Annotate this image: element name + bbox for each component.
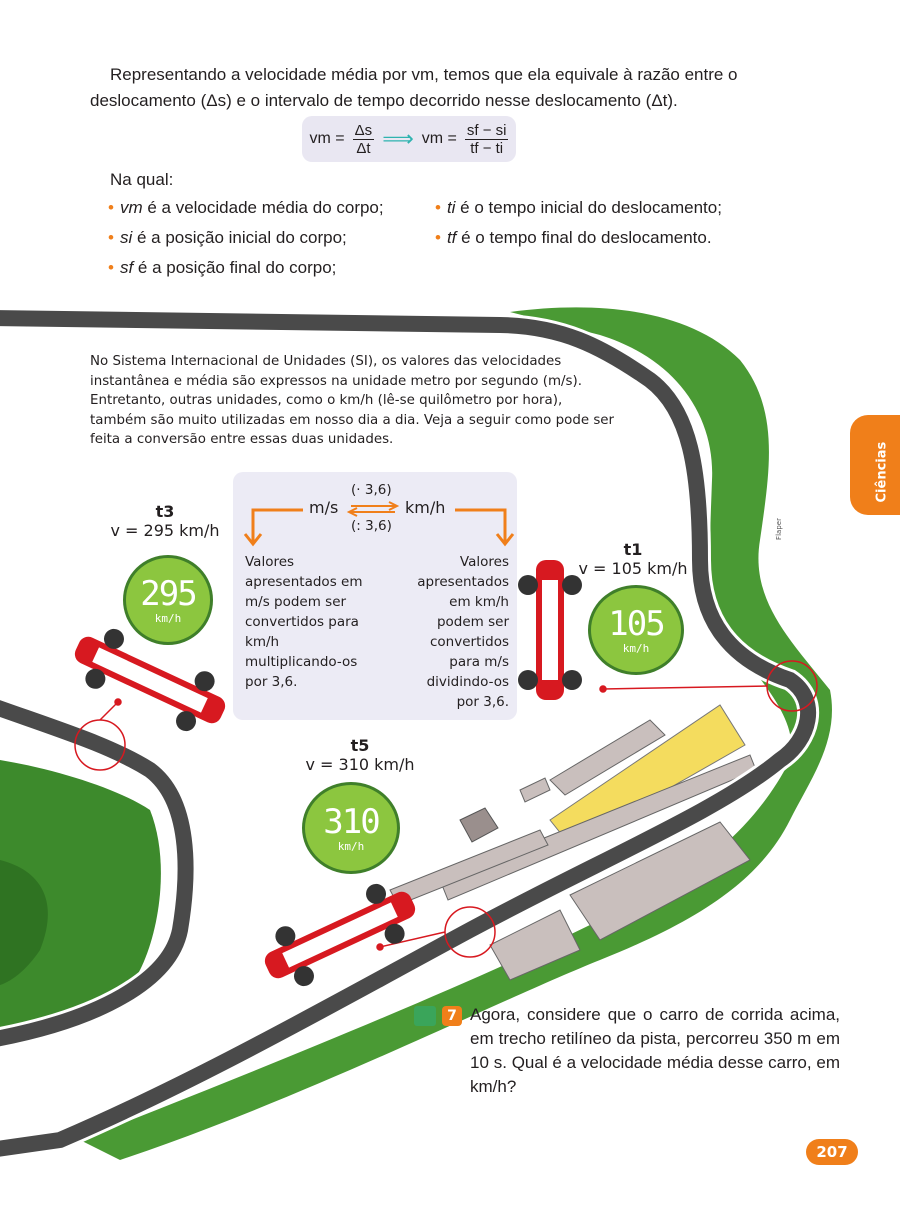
intro-paragraph: Representando a velocidade média por vm,…	[90, 65, 738, 110]
ms-to-kmh-text: Valores apresentados em m/s podem ser co…	[245, 554, 363, 690]
vegetation	[0, 307, 832, 1160]
race-car-illustrations	[74, 560, 582, 987]
activity-book-icon	[414, 1006, 436, 1026]
bullet-item: •ti é o tempo inicial do deslocamento;	[435, 198, 722, 217]
na-qual-label: Na qual:	[110, 170, 174, 189]
track	[0, 307, 819, 1160]
si-units-paragraph: No Sistema Internacional de Unidades (SI…	[90, 354, 615, 447]
illustration-credit: Flaper	[774, 518, 783, 540]
divide-factor: (: 3,6)	[351, 518, 392, 534]
bullet-item: •sf é a posição final do corpo;	[108, 258, 337, 277]
multiply-factor: (· 3,6)	[351, 482, 392, 498]
page-number: 207	[806, 1139, 858, 1165]
question-number: 7	[442, 1006, 462, 1026]
conversion-arrows-icon	[243, 501, 515, 547]
unit-conversion-box: (· 3,6) (: 3,6) m/s km/h Valores apresen…	[233, 472, 517, 720]
implies-arrow-icon: ⟹	[382, 126, 414, 151]
unit-ms: m/s	[309, 498, 339, 517]
bullet-item: •vm é a velocidade média do corpo;	[108, 198, 384, 217]
bullet-item: •tf é o tempo final do deslocamento.	[435, 228, 712, 247]
subject-tab: Ciências	[850, 415, 900, 515]
position-markers	[74, 660, 818, 958]
question-text: Agora, considere que o carro de corrida …	[470, 1005, 840, 1096]
unit-kmh: km/h	[405, 498, 446, 517]
kmh-to-ms-text: Valores apresentados em km/h podem ser c…	[417, 554, 509, 710]
bullet-item: •si é a posição inicial do corpo;	[108, 228, 347, 247]
